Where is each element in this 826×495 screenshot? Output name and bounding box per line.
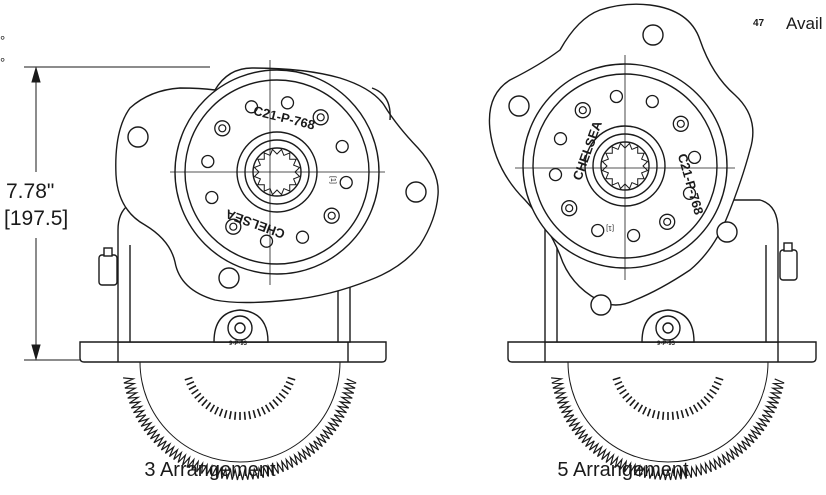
- bolt-hole: [574, 102, 591, 119]
- bolt-hole: [561, 200, 578, 217]
- small-marking: [1]: [606, 224, 614, 231]
- bolt-hole-inner: [327, 211, 336, 220]
- bolt-hole: [672, 115, 689, 132]
- bolt-hole: [548, 167, 563, 182]
- bolt-hole: [687, 150, 702, 165]
- sprocket-teeth: [184, 376, 296, 420]
- caption-5-arrangement: 5 Arrangement: [557, 459, 689, 481]
- boss-hole-inner: [234, 322, 246, 334]
- dimension-arrow-up: [31, 66, 41, 83]
- bolt-hole: [659, 213, 676, 230]
- view-3-arrangement: C21-P-768 CHELSEA [1] 9-P-93: [79, 60, 439, 481]
- shaft-splines: [253, 148, 301, 196]
- side-bolt-head: [103, 247, 113, 257]
- drive-gear: [123, 361, 357, 481]
- bolt-hole: [280, 96, 295, 110]
- bolt-hole-inner: [229, 222, 238, 231]
- bolt-hole-inner: [663, 217, 672, 226]
- shaft-splines: [601, 142, 649, 190]
- side-bolt: [779, 249, 798, 281]
- bolt-hole: [244, 100, 259, 114]
- mounting-base: [79, 341, 387, 363]
- drive-gear: [551, 361, 785, 481]
- view-5-arrangement: CHELSEA C21-P-768 [1] 9-P-93: [488, 3, 817, 481]
- edge-mark: °: [0, 33, 6, 48]
- base-marking: 9-P-93: [229, 341, 248, 347]
- bolt-hole: [205, 190, 219, 205]
- dimension-arrow-down: [31, 344, 41, 361]
- flange-edge: [371, 87, 391, 121]
- bolt-hole: [626, 228, 641, 243]
- footnote-text: Avail: [786, 14, 823, 33]
- bolt-hole: [339, 175, 353, 190]
- bolt-hole: [645, 94, 659, 109]
- spline-teeth: [601, 142, 649, 190]
- bolt-hole: [201, 154, 215, 169]
- base-marking: 9-P-93: [657, 341, 676, 347]
- bolt-hole-inner: [316, 113, 325, 122]
- bolt-hole: [553, 132, 568, 146]
- bolt-hole-inner: [578, 106, 587, 115]
- flange-bolt-hole: [405, 181, 427, 203]
- bolt-hole: [295, 230, 310, 244]
- bolt-circle: [201, 96, 353, 248]
- flange-bolt-hole: [590, 294, 612, 316]
- dimension-millimeters: [197.5]: [4, 207, 69, 230]
- gear-rim: [567, 361, 769, 463]
- bolt-hole: [682, 186, 697, 200]
- bolt-hole: [225, 218, 242, 235]
- dimension-inches: 7.78": [6, 180, 55, 203]
- mounting-base: [507, 341, 817, 363]
- boss-hole-inner: [662, 322, 674, 334]
- small-marking: [1]: [329, 176, 336, 184]
- bolt-hole-inner: [676, 119, 685, 128]
- bolt-hole: [259, 234, 274, 248]
- housing-rib: [556, 245, 767, 342]
- sprocket-teeth: [612, 376, 724, 420]
- bolt-hole-inner: [218, 124, 227, 133]
- bolt-hole: [323, 207, 340, 224]
- bolt-hole: [609, 89, 624, 104]
- side-bolt: [98, 254, 118, 286]
- bolt-hole: [312, 109, 329, 126]
- flange-bolt-hole: [508, 95, 530, 117]
- footnote-number: 47: [753, 18, 765, 29]
- side-bolt-head: [783, 242, 793, 252]
- flange-bolt-hole: [716, 221, 738, 243]
- flange-bolt-hole: [127, 126, 149, 148]
- flange-bolt-hole: [642, 24, 664, 46]
- spline-teeth: [253, 148, 301, 196]
- height-dimension: [24, 66, 210, 361]
- edge-mark: °: [0, 55, 6, 70]
- caption-3-arrangement: 3 Arrangement: [144, 459, 276, 481]
- flange-bolt-hole: [218, 267, 240, 289]
- gear-teeth: [123, 377, 357, 481]
- bolt-hole: [335, 139, 349, 154]
- bolt-hole-inner: [565, 204, 574, 213]
- bolt-circle: [548, 89, 702, 243]
- gear-rim: [139, 361, 341, 463]
- gear-teeth: [551, 377, 785, 481]
- bolt-hole: [591, 223, 605, 238]
- bolt-hole: [214, 120, 231, 137]
